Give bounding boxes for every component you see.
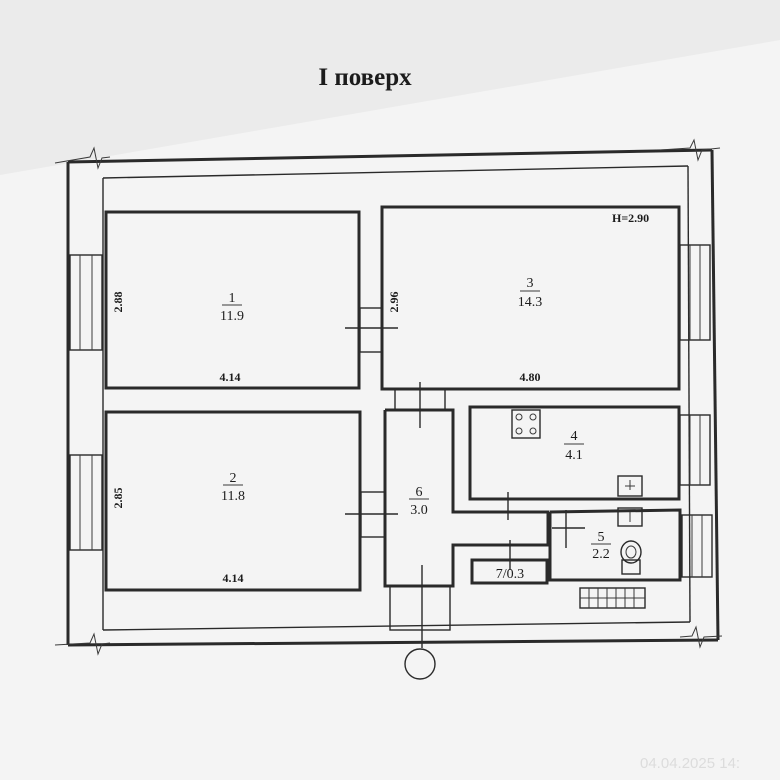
svg-text:6: 6 xyxy=(416,485,423,500)
outer-walls xyxy=(54,138,723,656)
room-1 xyxy=(104,210,361,390)
room-3-height: 2.96 xyxy=(387,292,401,313)
svg-text:3: 3 xyxy=(527,276,534,291)
room-1-height: 2.88 xyxy=(111,292,125,313)
svg-text:2: 2 xyxy=(230,471,237,486)
svg-text:2.2: 2.2 xyxy=(592,547,610,562)
svg-text:11.9: 11.9 xyxy=(220,309,244,324)
timestamp-watermark: 04.04.2025 14: xyxy=(640,755,740,772)
doorways xyxy=(345,307,585,635)
sink-icon xyxy=(617,475,643,497)
room-2-height: 2.85 xyxy=(111,488,125,509)
stove-icon xyxy=(511,409,541,439)
svg-text:11.8: 11.8 xyxy=(221,489,245,504)
room-4-label: 4 4.1 xyxy=(564,429,584,463)
room-4 xyxy=(468,405,681,501)
svg-text:4: 4 xyxy=(571,429,578,444)
washbasin-icon xyxy=(617,507,643,527)
room-5 xyxy=(548,508,682,582)
room-5-label: 5 2.2 xyxy=(591,530,611,562)
room-2 xyxy=(104,410,362,592)
room-2-label: 2 11.8 xyxy=(221,471,245,504)
windows xyxy=(69,244,713,578)
room-6-label: 6 3.0 xyxy=(409,485,429,518)
svg-text:3.0: 3.0 xyxy=(410,503,428,518)
room-1-width: 4.14 xyxy=(220,370,241,384)
room-2-width: 4.14 xyxy=(223,571,244,585)
toilet-icon xyxy=(620,540,642,575)
room-3-width: 4.80 xyxy=(520,370,541,384)
room-7-label: 7/0.3 xyxy=(496,567,524,582)
plan-title: I поверх xyxy=(318,64,412,91)
height-note: H=2.90 xyxy=(612,211,649,225)
radiator-icon xyxy=(579,587,646,609)
svg-text:1: 1 xyxy=(229,291,236,306)
svg-text:14.3: 14.3 xyxy=(518,295,543,310)
svg-text:4.1: 4.1 xyxy=(565,448,583,463)
entrance-marker xyxy=(404,648,436,680)
room-3-label: 3 14.3 xyxy=(518,276,543,310)
room-3 xyxy=(380,205,681,391)
svg-text:5: 5 xyxy=(598,530,605,545)
room-1-label: 1 11.9 xyxy=(220,291,244,324)
